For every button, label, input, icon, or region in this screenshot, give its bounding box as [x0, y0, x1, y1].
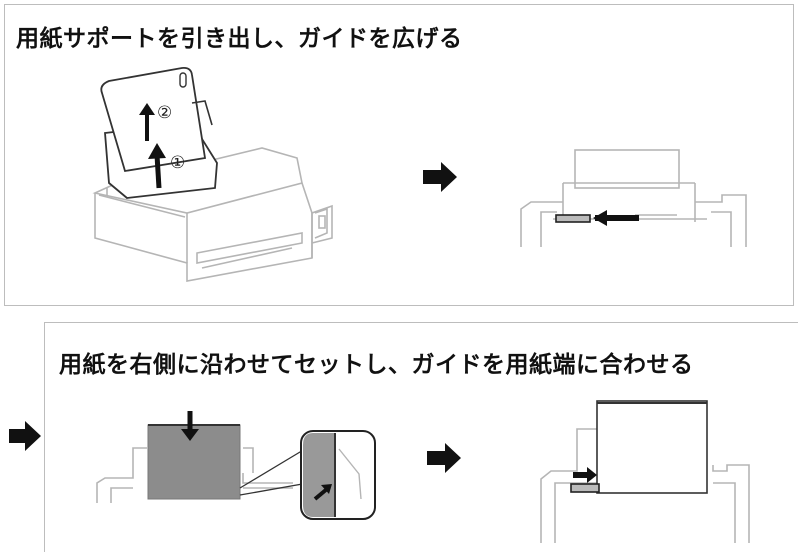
printer-illustration: ② ① [92, 66, 333, 282]
magnifier-inset [300, 430, 376, 520]
step-1-heading: 用紙サポートを引き出し、ガイドを広げる [16, 26, 463, 52]
paper-loading-illustration [96, 411, 309, 503]
step-2-panel: 用紙を右側に沿わせてセットし、ガイドを用紙端に合わせる [44, 322, 798, 552]
marker-2: ② [157, 103, 172, 123]
step-1-panel: 用紙サポートを引き出し、ガイドを広げる ② ① [4, 4, 794, 306]
paper-guide-closeup [520, 149, 747, 247]
arrow-right-icon [9, 421, 41, 451]
guide-aligned-illustration [540, 400, 750, 543]
arrow-right-icon [427, 443, 461, 473]
arrow-right-icon [423, 162, 457, 192]
step-2-heading: 用紙を右側に沿わせてセットし、ガイドを用紙端に合わせる [59, 352, 694, 378]
marker-1: ① [170, 153, 185, 173]
